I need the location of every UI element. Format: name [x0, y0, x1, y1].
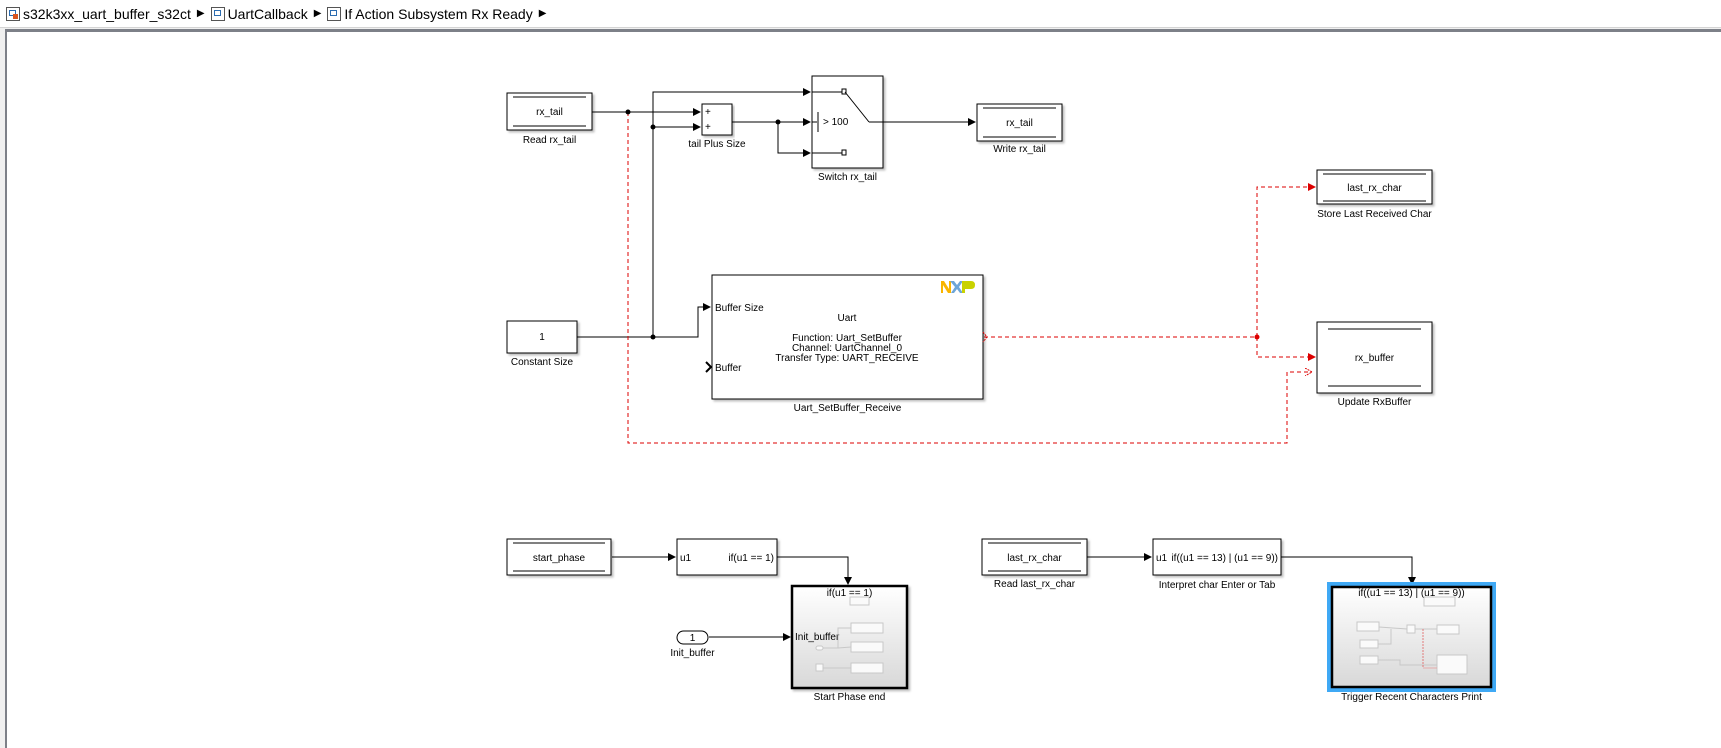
port-buffer-size: Buffer Size	[715, 303, 764, 314]
uart-function: Function: Uart_SetBuffer	[792, 333, 903, 344]
breadcrumb: s32k3xx_uart_buffer_s32ct ▶ UartCallback…	[0, 0, 1721, 28]
block-label: Read rx_tail	[523, 135, 576, 146]
breadcrumb-label: UartCallback	[227, 5, 308, 22]
block-text: start_phase	[533, 553, 586, 564]
subsystem-preview-icon	[815, 596, 884, 674]
tail-plus-size-block[interactable]: + + tail Plus Size	[688, 103, 746, 150]
block-label: Trigger Recent Characters Print	[1341, 692, 1482, 703]
signal-if-to-start-phase-end[interactable]	[777, 556, 852, 585]
subsystem-header: if(u1 == 1)	[827, 588, 873, 599]
read-rx-tail-block[interactable]: rx_tail Read rx_tail	[506, 92, 593, 146]
if-condition: if((u1 == 13) | (u1 == 9))	[1171, 553, 1278, 564]
if-input-port: u1	[680, 553, 692, 564]
nxp-logo-icon	[941, 281, 975, 293]
sum-port-1: +	[705, 107, 711, 118]
block-label: Init_buffer	[670, 648, 715, 659]
signal-constant-to-uart[interactable]	[653, 303, 711, 338]
subsystem-preview-icon	[1356, 596, 1468, 675]
block-text: last_rx_char	[1007, 553, 1062, 564]
start-phase-block[interactable]: start_phase	[506, 538, 612, 576]
block-text: rx_buffer	[1355, 353, 1395, 364]
uart-title: Uart	[838, 313, 857, 324]
if-input-port: u1	[1156, 553, 1168, 564]
breadcrumb-item-uartcallback[interactable]: UartCallback ▶	[210, 5, 322, 22]
block-label: Start Phase end	[814, 692, 886, 703]
bus-branch-points	[1254, 334, 1260, 340]
port-buffer: Buffer	[715, 363, 742, 374]
block-label: Switch rx_tail	[818, 172, 877, 183]
branch-points	[650, 119, 781, 340]
bus-to-rx-buffer[interactable]	[1256, 337, 1316, 361]
signal-size-to-switch-top[interactable]	[652, 88, 811, 337]
subsystem-port: Init_buffer	[795, 632, 840, 643]
lower-signal-lines	[612, 553, 1416, 641]
selection-highlight	[1327, 582, 1496, 692]
uart-channel: Channel: UartChannel_0	[792, 343, 903, 354]
subsystem-icon	[327, 6, 342, 21]
bus-port-icon	[705, 361, 713, 373]
if-condition: if(u1 == 1)	[728, 553, 774, 564]
block-label: Read last_rx_char	[994, 579, 1076, 590]
trigger-recent-characters-print-subsystem[interactable]: if((u1 == 13) | (u1 == 9)) Trigger Recen…	[1327, 582, 1496, 703]
block-label: Store Last Received Char	[1317, 209, 1432, 220]
block-label: Uart_SetBuffer_Receive	[794, 403, 902, 414]
signal-interpret-to-trigger[interactable]	[1281, 556, 1416, 585]
breadcrumb-label: s32k3xx_uart_buffer_s32ct	[23, 5, 191, 22]
start-phase-end-subsystem[interactable]: if(u1 == 1) Init_buffer Start Phase end	[790, 584, 909, 703]
chevron-right-icon[interactable]: ▶	[538, 8, 547, 19]
block-label: Interpret char Enter or Tab	[1159, 580, 1276, 591]
constant-size-block[interactable]: 1 Constant Size	[506, 320, 578, 368]
signal-lines	[576, 88, 976, 338]
uart-transfer-type: Transfer Type: UART_RECEIVE	[775, 353, 919, 364]
switch-threshold: > 100	[823, 117, 849, 128]
store-last-received-char-block[interactable]: last_rx_char Store Last Received Char	[1316, 169, 1433, 220]
chevron-right-icon[interactable]: ▶	[196, 8, 205, 19]
chevron-right-icon[interactable]: ▶	[313, 8, 322, 19]
interpret-char-block[interactable]: u1 if((u1 == 13) | (u1 == 9)) Interpret …	[1152, 538, 1282, 591]
block-text: rx_tail	[1006, 118, 1033, 129]
subsystem-header: if((u1 == 13) | (u1 == 9))	[1358, 588, 1465, 599]
update-rxbuffer-block[interactable]: rx_buffer Update RxBuffer	[1316, 321, 1433, 408]
breadcrumb-item-model[interactable]: s32k3xx_uart_buffer_s32ct ▶	[6, 6, 205, 22]
block-label: Update RxBuffer	[1338, 397, 1412, 408]
signal-sum-to-switch-bottom[interactable]	[777, 122, 811, 157]
bus-to-store-last[interactable]	[1256, 183, 1316, 337]
block-label: Write rx_tail	[993, 144, 1046, 155]
breadcrumb-item-rx-ready[interactable]: If Action Subsystem Rx Ready ▶	[327, 6, 546, 22]
init-buffer-inport[interactable]: 1 Init_buffer	[670, 630, 715, 659]
uart-setbuffer-block[interactable]: Buffer Size Buffer Uart Function: Uart_S…	[705, 274, 984, 414]
block-text: last_rx_char	[1347, 183, 1402, 194]
inport-number: 1	[690, 633, 696, 644]
if-start-phase-block[interactable]: u1 if(u1 == 1)	[676, 538, 778, 576]
block-label: Constant Size	[511, 357, 574, 368]
constant-value: 1	[539, 332, 545, 343]
sum-port-2: +	[705, 122, 711, 133]
bus-rx-tail-to-rx-buffer[interactable]	[627, 112, 1312, 444]
breadcrumb-label: If Action Subsystem Rx Ready	[344, 5, 533, 22]
subsystem-icon	[210, 6, 225, 21]
model-icon	[6, 6, 20, 21]
bus-lines	[627, 112, 1316, 444]
block-label: tail Plus Size	[688, 139, 746, 150]
switch-rx-tail-block[interactable]: > 100 Switch rx_tail	[811, 75, 884, 183]
block-text: rx_tail	[536, 107, 563, 118]
write-rx-tail-block[interactable]: rx_tail Write rx_tail	[976, 103, 1063, 155]
read-last-rx-char-block[interactable]: last_rx_char Read last_rx_char	[981, 538, 1088, 590]
